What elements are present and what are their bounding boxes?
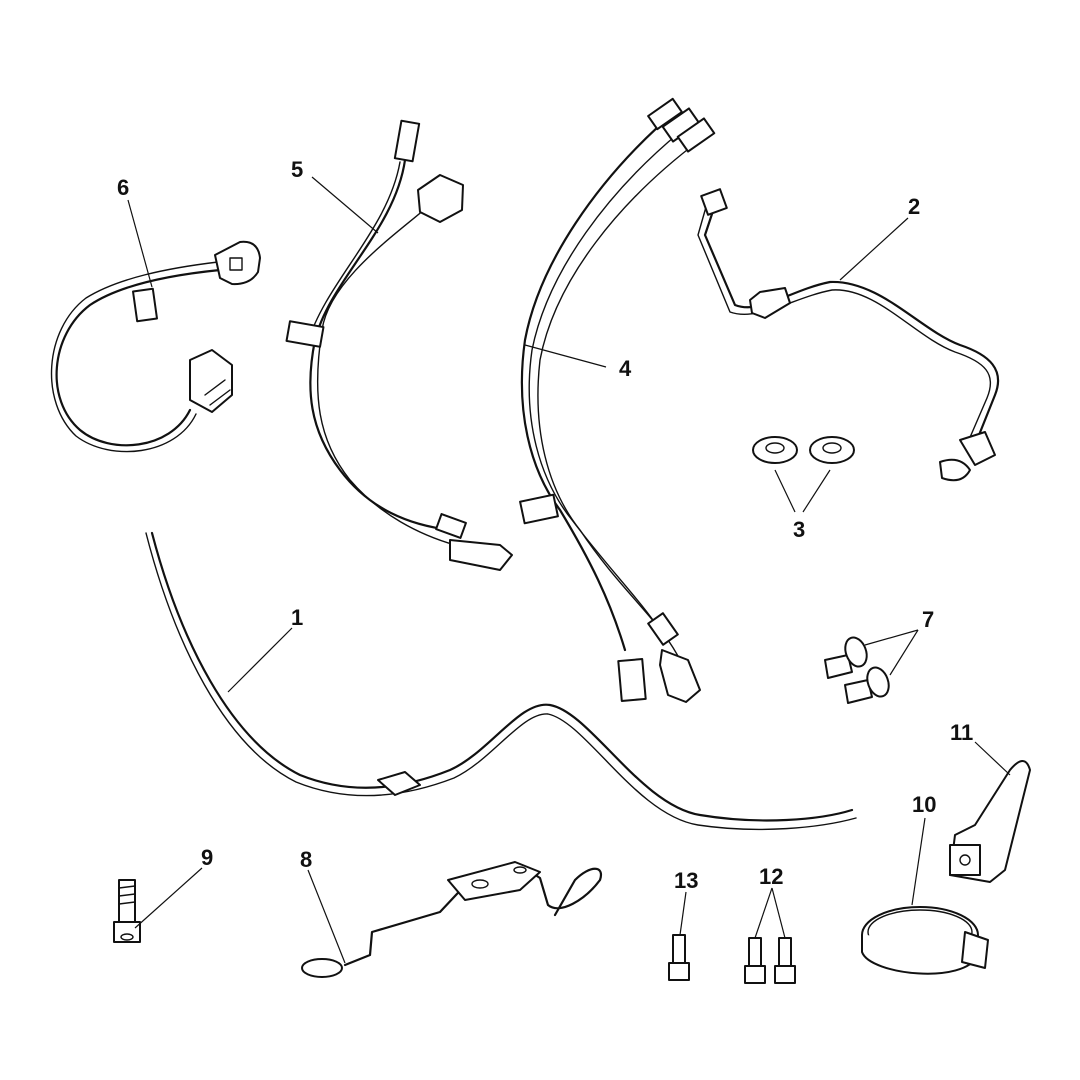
callout-2: 2: [908, 194, 920, 219]
part-13-screw: [668, 934, 690, 981]
callout-5: 5: [291, 157, 303, 182]
part-6-sensor-harness: [50, 240, 261, 453]
part-12-screws: [744, 937, 796, 984]
part-3-washers: [752, 436, 855, 464]
callout-4: 4: [619, 356, 632, 381]
part-8-bracket: [301, 861, 603, 978]
callout-13: 13: [674, 868, 698, 893]
callout-labels: 6 5 4 2 3 7 1 9 8 13 12 10 11: [117, 157, 973, 893]
leader-lines: [127, 176, 1011, 964]
callout-9: 9: [201, 845, 213, 870]
callout-12: 12: [759, 864, 783, 889]
part-7-bolts: [824, 636, 890, 704]
callout-7: 7: [922, 607, 934, 632]
callout-11: 11: [950, 720, 973, 745]
callout-10: 10: [912, 792, 936, 817]
callout-8: 8: [300, 847, 312, 872]
part-2-cable: [697, 188, 1000, 482]
callout-1: 1: [291, 605, 303, 630]
callout-6: 6: [117, 175, 129, 200]
part-11-stay: [949, 760, 1031, 883]
part-5-sub-harness: [285, 119, 513, 571]
part-1-tube: [145, 531, 857, 831]
callout-3: 3: [793, 517, 805, 542]
part-4-main-harness: [519, 97, 716, 703]
part-9-screw: [113, 879, 141, 943]
part-10-clamp: [861, 906, 989, 975]
